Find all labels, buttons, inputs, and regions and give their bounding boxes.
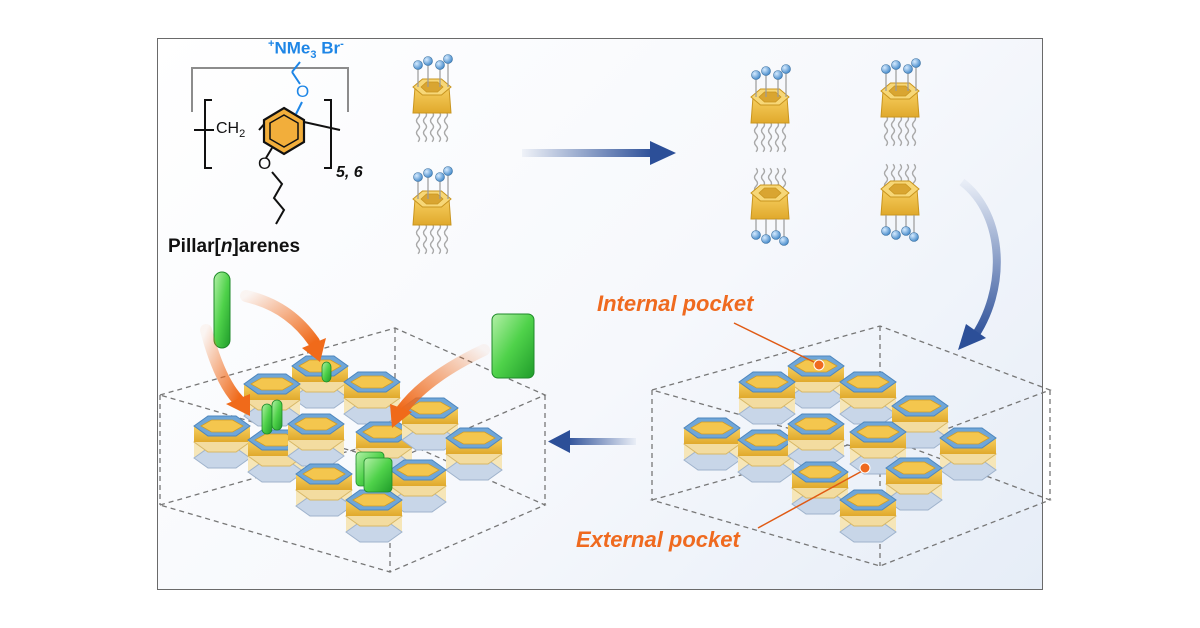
internal-pocket-label: Internal pocket	[597, 291, 754, 316]
lattice-right-pillar-11	[885, 457, 943, 511]
repeat-index: 5, 6	[336, 164, 363, 181]
guest-arrow-1	[240, 290, 320, 348]
flow-arrow-right-shaft	[522, 149, 654, 157]
lattice-left-pillar-10	[295, 463, 353, 517]
external-pocket-label: External pocket	[576, 527, 740, 552]
guest-insertion	[200, 271, 535, 428]
lattice-right-pillar-7	[787, 413, 845, 467]
assembly-lattice-left	[193, 355, 503, 543]
pillar-single-2	[412, 166, 453, 255]
oxygen-bottom-label: O	[258, 154, 272, 173]
lattice-left-pillar-9	[445, 427, 503, 481]
external-pocket-marker	[859, 462, 871, 474]
lattice-left-pillar-11	[389, 459, 447, 513]
flow-arrow-right-head	[650, 141, 676, 165]
lattice-right-pillar-5	[683, 417, 741, 471]
pocket-callouts	[733, 322, 871, 529]
lattice-left-pillar-12	[345, 489, 403, 543]
pillar-dimer-1-top	[750, 64, 791, 153]
right-bracket	[324, 99, 332, 169]
cation-label: +NMe3 Br-	[268, 38, 344, 62]
bound-linear-guest	[321, 361, 332, 383]
macrocycle-bracket	[191, 67, 349, 112]
pillar-dimer-2-top	[880, 58, 921, 147]
lattice-right-pillar-6	[737, 429, 795, 483]
pillar-dimer-2-bottom	[880, 163, 920, 242]
bound-bulky-guest	[363, 457, 393, 493]
single-pillars	[412, 54, 453, 255]
benzene-ring	[262, 106, 306, 156]
left-bracket	[204, 99, 212, 169]
linear-guest-molecule	[213, 271, 231, 349]
lattice-right-pillar-2	[738, 371, 796, 425]
lattice-left-pillar-1	[291, 355, 349, 409]
flow-arrow-curved	[959, 178, 1001, 343]
lattice-right-pillar-9	[939, 427, 997, 481]
flow-arrows	[522, 141, 1001, 453]
compound-name: Pillar[n]arenes	[168, 236, 301, 257]
bound-linear-guest	[261, 403, 273, 435]
bound-guests	[261, 361, 393, 493]
lattice-left-pillar-3	[343, 371, 401, 425]
lattice-right-pillar-3	[839, 371, 897, 425]
lattice-left-pillar-4	[193, 415, 251, 469]
guest-arrow-2	[200, 324, 244, 406]
oxygen-top-label: O	[296, 82, 310, 101]
assembly-lattice-right	[683, 355, 997, 543]
internal-pocket-marker	[813, 359, 825, 371]
lattice-left-pillar-6	[287, 413, 345, 467]
bound-linear-guest	[271, 399, 283, 431]
lattice-right-pillar-12	[839, 489, 897, 543]
bulky-guest-molecule	[491, 313, 535, 379]
lattice-right-pillar-10	[791, 461, 849, 515]
pillar-dimer-1-bottom	[750, 167, 790, 246]
guest-arrow-3	[396, 344, 490, 416]
flow-arrow-left-head	[548, 430, 570, 453]
pillararene-structure	[191, 61, 349, 225]
lattice-left-pillar-8	[401, 397, 459, 451]
pillar-single-1	[412, 54, 453, 143]
pillar-dimers	[750, 58, 921, 246]
flow-arrow-left-shaft	[566, 438, 636, 445]
methylene-label: CH2	[216, 120, 246, 141]
